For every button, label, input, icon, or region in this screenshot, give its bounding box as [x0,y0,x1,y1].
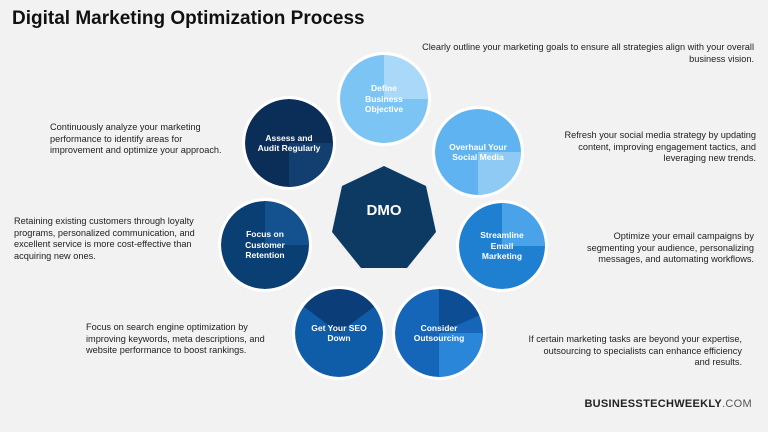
desc-define-business-objective: Clearly outline your marketing goals to … [422,42,754,64]
node-label: Streamline Email Marketing [480,230,524,262]
brand-watermark: BUSINESSTECHWEEKLY.COM [584,398,752,410]
node-segment [295,289,383,377]
brand-light: .COM [722,398,752,410]
page-title: Digital Marketing Optimization Process [12,8,365,29]
hub-heptagon [332,166,436,268]
node-consider-outsourcing: Consider Outsourcing [392,286,486,380]
hub-label: DMO [366,202,402,219]
desc-assess-audit-regularly: Continuously analyze your marketing perf… [50,122,222,155]
desc-get-seo-down: Focus on search engine optimization by i… [86,322,265,355]
node-segment [340,55,428,143]
node-define-business-objective: Define Business Objective [337,52,431,146]
node-segment [459,203,545,289]
desc-consider-outsourcing: If certain marketing tasks are beyond yo… [528,334,742,367]
node-segment [395,289,483,377]
desc-streamline-email-marketing: Optimize your email campaigns by segment… [586,231,754,264]
node-focus-customer-retention: Focus on Customer Retention [218,198,312,292]
brand-bold: BUSINESSTECHWEEKLY [584,398,723,410]
node-label: Overhaul Your Social Media [449,141,507,163]
desc-overhaul-social-media: Refresh your social media strategy by up… [564,130,756,163]
node-segment [435,109,521,195]
node-label: Consider Outsourcing [413,322,465,344]
desc-focus-customer-retention: Retaining existing customers through loy… [14,216,195,261]
node-label: Define Business Objective [364,83,404,115]
node-segment [245,99,333,187]
node-label: Focus on Customer Retention [245,229,285,261]
node-accent [384,55,428,99]
node-label: Get Your SEO Down [311,322,367,344]
node-overhaul-social-media: Overhaul Your Social Media [432,106,524,198]
node-label: Assess and Audit Regularly [257,132,321,154]
node-get-seo-down: Get Your SEO Down [292,286,386,380]
node-assess-audit-regularly: Assess and Audit Regularly [242,96,336,190]
node-segment [221,201,309,289]
node-streamline-email-marketing: Streamline Email Marketing [456,200,548,292]
